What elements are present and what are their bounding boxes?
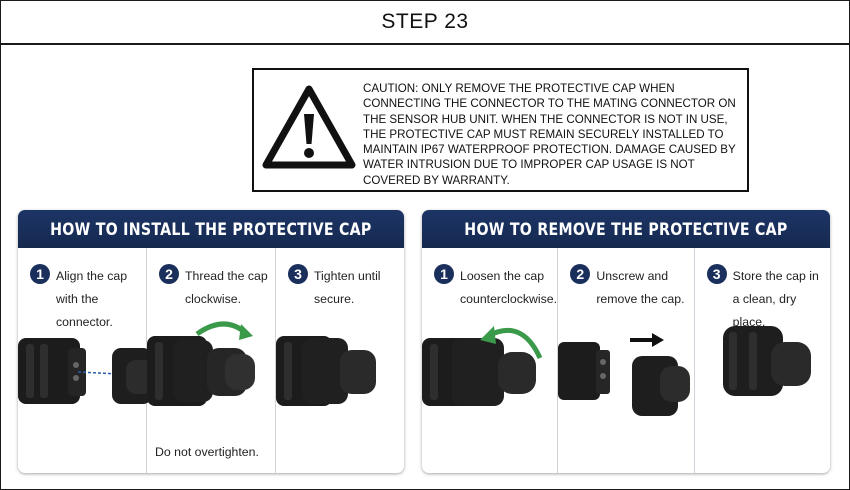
install-step-1: 1 Align the cap with the connector. bbox=[18, 248, 148, 473]
align-cap-illustration bbox=[18, 338, 148, 404]
step-title: STEP 23 bbox=[381, 10, 469, 33]
loosen-cap-illustration bbox=[422, 326, 543, 406]
tightened-cap-illustration bbox=[276, 336, 376, 406]
step-label: Loosen the cap counterclockwise. bbox=[460, 269, 558, 306]
caution-text: CAUTION: ONLY REMOVE THE PROTECTIVE CAP … bbox=[363, 82, 736, 187]
step-note: Do not overtighten. bbox=[155, 445, 259, 459]
clockwise-arrow-icon bbox=[195, 321, 249, 337]
remove-step-1: 1 Loosen the cap counterclockwise. bbox=[422, 248, 559, 473]
remove-panel-title: HOW TO REMOVE THE PROTECTIVE CAP bbox=[464, 219, 788, 239]
thread-cap-illustration bbox=[147, 321, 255, 406]
step-header: STEP 23 bbox=[1, 1, 849, 45]
remove-step-3: 3 Store the cap in a clean, dry place. bbox=[695, 248, 830, 473]
install-panel-title: HOW TO INSTALL THE PROTECTIVE CAP bbox=[50, 219, 372, 239]
warning-triangle-icon bbox=[262, 85, 356, 169]
remove-cap-illustration bbox=[558, 333, 691, 416]
step-label: Store the cap in a clean, dry place. bbox=[732, 269, 819, 329]
install-panel: HOW TO INSTALL THE PROTECTIVE CAP 1 Alig… bbox=[18, 210, 404, 473]
remove-panel-header: HOW TO REMOVE THE PROTECTIVE CAP bbox=[422, 210, 830, 248]
remove-panel: HOW TO REMOVE THE PROTECTIVE CAP 1 Loose… bbox=[422, 210, 830, 473]
step-number: 1 bbox=[30, 264, 50, 284]
step-number: 2 bbox=[570, 264, 591, 284]
step-label: Unscrew and remove the cap. bbox=[596, 269, 685, 306]
step-number: 1 bbox=[434, 264, 454, 284]
stored-cap-illustration bbox=[722, 326, 811, 396]
step-label: Align the cap with the connector. bbox=[56, 269, 128, 329]
remove-step-2: 2 Unscrew and remove the cap. bbox=[558, 248, 695, 473]
step-label: Thread the cap clockwise. bbox=[185, 269, 268, 306]
step-number: 2 bbox=[159, 264, 179, 284]
step-number: 3 bbox=[706, 264, 727, 284]
caution-box: CAUTION: ONLY REMOVE THE PROTECTIVE CAP … bbox=[252, 68, 749, 192]
install-step-3: 3 Tighten until secure. bbox=[276, 248, 404, 473]
step-number: 3 bbox=[288, 264, 308, 284]
install-panel-header: HOW TO INSTALL THE PROTECTIVE CAP bbox=[18, 210, 404, 248]
step-label: Tighten until secure. bbox=[314, 269, 381, 306]
install-step-2: 2 Thread the cap clockwise. Do not overt… bbox=[147, 248, 276, 473]
